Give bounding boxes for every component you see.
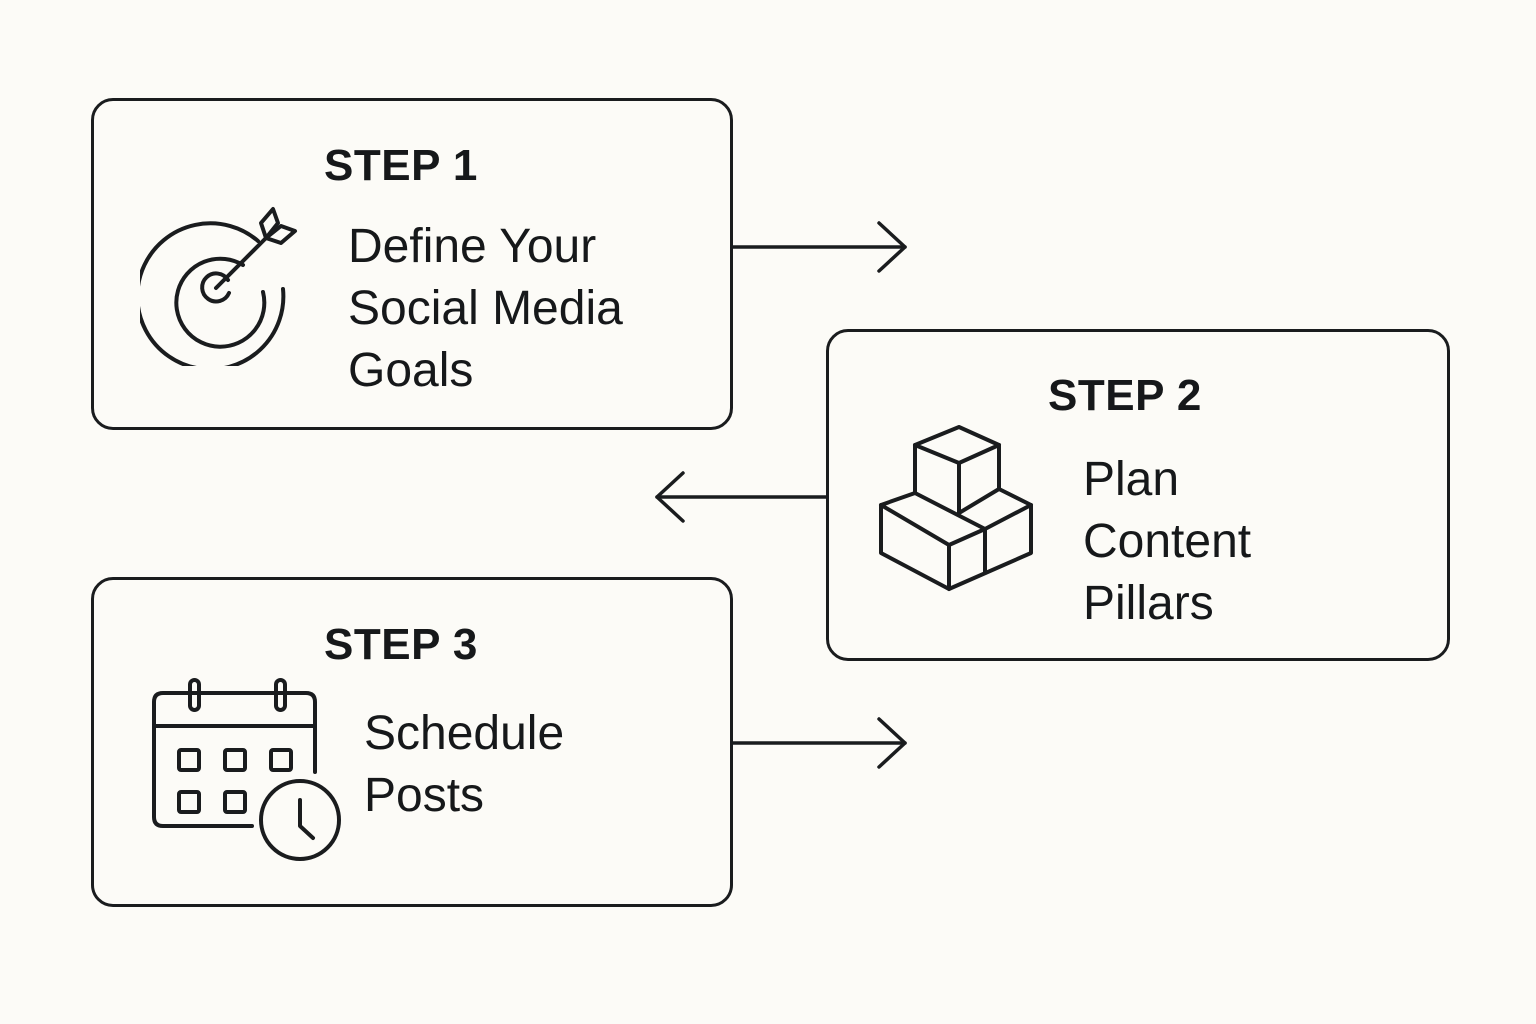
target-with-arrow-icon (140, 207, 297, 366)
stacked-boxes-icon (879, 425, 1033, 591)
arrow-step2-left (655, 471, 828, 523)
arrow-step3-right (731, 717, 907, 769)
step-title: Schedule Posts (364, 707, 565, 822)
calendar-clock-icon (152, 678, 341, 861)
step-card-1: STEP 1 Define Your Social Media Goals (91, 98, 733, 430)
arrow-step1-right (731, 221, 907, 273)
step-label: STEP 2 (1048, 371, 1202, 420)
step-title: Define Your Social Media Goals (348, 220, 623, 397)
step-label: STEP 1 (324, 141, 478, 190)
step-title: Plan Content Pillars (1083, 453, 1252, 630)
step-card-3: STEP 3 Schedule Posts (91, 577, 733, 907)
step-card-2: STEP 2 Plan Content Pillars (826, 329, 1450, 661)
step-label: STEP 3 (324, 620, 478, 669)
